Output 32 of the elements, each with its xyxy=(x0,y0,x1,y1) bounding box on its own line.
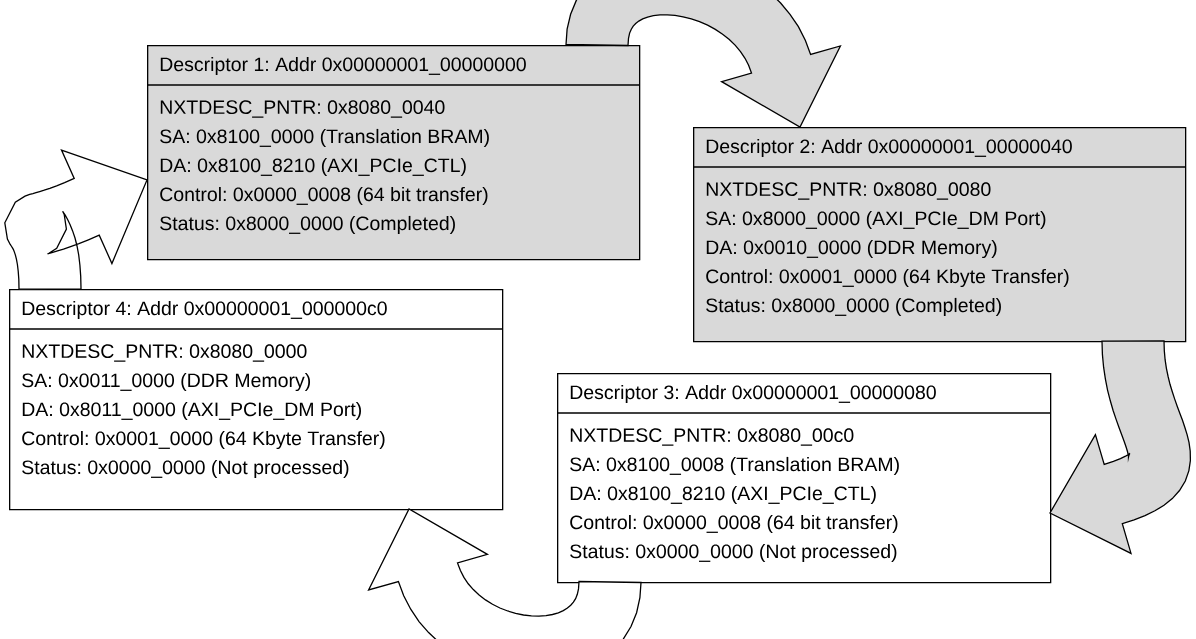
descriptor-title: Descriptor 1: Addr 0x00000001_00000000 xyxy=(160,56,526,76)
field-text: Status: 0x0000_0000 (Not processed) xyxy=(570,543,897,563)
block-arrow xyxy=(565,0,842,128)
descriptor-box xyxy=(556,373,1052,584)
field-text: NXTDESC_PNTR: 0x8080_0080 xyxy=(706,182,991,200)
block-arrow xyxy=(367,508,642,639)
descriptor-title: Descriptor 3: Addr 0x00000001_00000080 xyxy=(570,384,936,404)
field-text: SA: 0x0011_0000 (DDR Memory) xyxy=(22,372,311,392)
field-text: SA: 0x8100_0000 (Translation BRAM) xyxy=(160,128,489,148)
field-text: DA: 0x0010_0000 (DDR Memory) xyxy=(706,239,997,259)
field-text: Status: 0x8000_0000 (Completed) xyxy=(706,297,1001,317)
field-text: SA: 0x8100_0008 (Translation BRAM) xyxy=(570,456,899,476)
descriptor-title: Descriptor 2: Addr 0x00000001_00000040 xyxy=(706,138,1072,158)
field-text: SA: 0x8000_0000 (AXI_PCIe_DM Port) xyxy=(706,210,1046,230)
descriptor-title: Descriptor 4: Addr 0x00000001_000000c0 xyxy=(22,300,387,320)
descriptor-box xyxy=(146,45,641,261)
block-arrow xyxy=(1049,340,1192,555)
field-text: NXTDESC_PNTR: 0x8080_00c0 xyxy=(570,428,854,446)
field-text: Status: 0x0000_0000 (Not processed) xyxy=(22,459,349,479)
descriptor-box xyxy=(692,127,1187,343)
field-text: Control: 0x0000_0008 (64 bit transfer) xyxy=(160,186,488,206)
field-text: Status: 0x8000_0000 (Completed) xyxy=(160,215,455,235)
field-text: DA: 0x8011_0000 (AXI_PCIe_DM Port) xyxy=(22,401,361,421)
field-text: Control: 0x0001_0000 (64 Kbyte Transfer) xyxy=(706,268,1069,288)
field-text: DA: 0x8100_8210 (AXI_PCIe_CTL) xyxy=(160,157,466,177)
descriptor-box xyxy=(8,289,504,511)
block-arrow xyxy=(4,149,148,290)
field-text: DA: 0x8100_8210 (AXI_PCIe_CTL) xyxy=(570,485,876,505)
field-text: NXTDESC_PNTR: 0x8080_0040 xyxy=(160,100,445,118)
field-text: Control: 0x0001_0000 (64 Kbyte Transfer) xyxy=(22,430,385,450)
field-text: Control: 0x0000_0008 (64 bit transfer) xyxy=(570,514,898,534)
field-text: NXTDESC_PNTR: 0x8080_0000 xyxy=(22,344,307,362)
